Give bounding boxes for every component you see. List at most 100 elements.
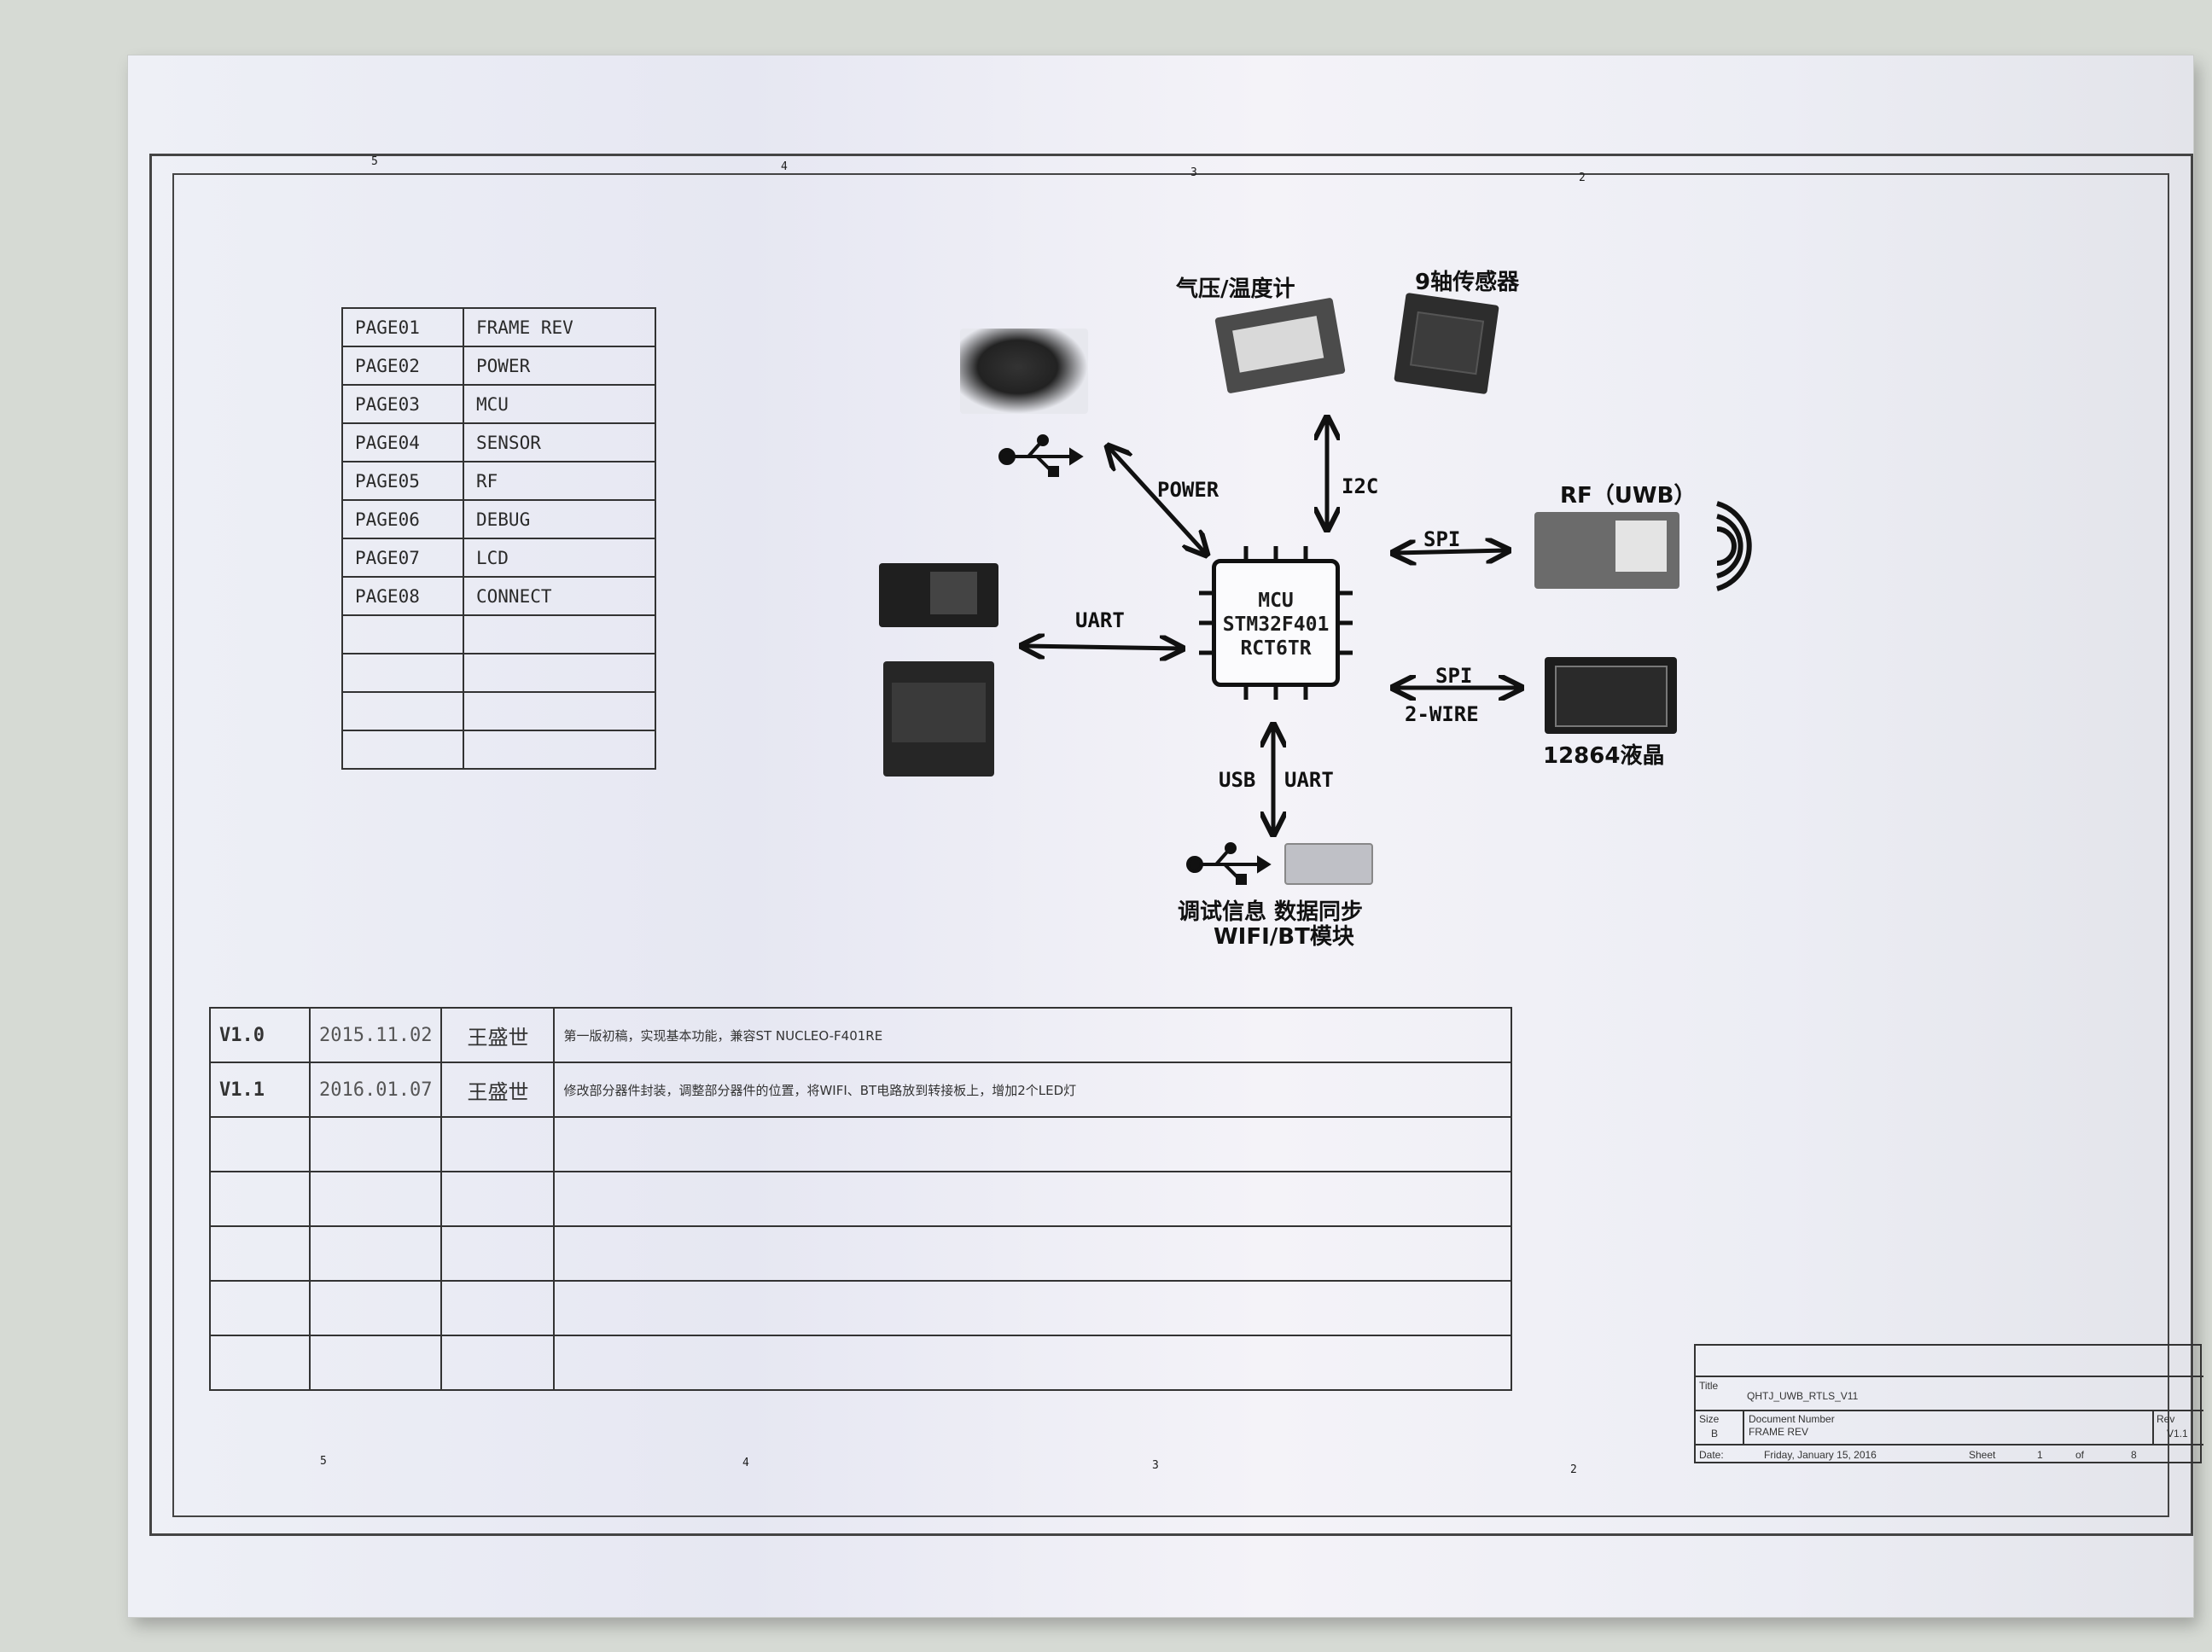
mcu-package: RCT6TR — [1240, 637, 1312, 660]
revision-date — [308, 1171, 443, 1227]
docnum-value: FRAME REV — [1749, 1426, 1809, 1438]
page-number-cell: PAGE01 — [341, 307, 464, 347]
mcu-pins — [1199, 546, 1353, 700]
date-label: Date: — [1699, 1449, 1724, 1461]
mcu-label: MCU — [1258, 590, 1294, 612]
page-index-row — [341, 730, 656, 770]
title-label: Title — [1699, 1380, 1719, 1392]
zone-bottom-1: 5 — [320, 1455, 327, 1468]
sheet-value: 1 — [2037, 1449, 2043, 1461]
revision-version — [209, 1225, 311, 1282]
power-arrow — [1109, 448, 1205, 553]
revision-row — [209, 1225, 1513, 1282]
revision-date — [308, 1335, 443, 1391]
page-name-cell — [463, 653, 656, 693]
zone-bottom-2: 4 — [742, 1457, 749, 1469]
rf-label: RF（UWB） — [1560, 483, 1697, 509]
size-label: Size — [1699, 1413, 1720, 1425]
page-number-cell — [341, 653, 464, 693]
revision-version — [209, 1280, 311, 1336]
page-name-cell: CONNECT — [463, 576, 656, 616]
page-index-row — [341, 614, 656, 654]
two-wire-label: 2-WIRE — [1405, 702, 1479, 726]
power-adapter-image — [960, 329, 1088, 414]
revision-author — [440, 1335, 556, 1391]
page-name-cell: SENSOR — [463, 422, 656, 462]
revision-row — [209, 1116, 1513, 1172]
wifi-bt-label: WIFI/BT模块 — [1214, 924, 1354, 950]
usb-debug-icon — [1186, 842, 1272, 885]
zone-top-1: 5 — [371, 155, 378, 168]
page-name-cell: RF — [463, 461, 656, 501]
revision-version — [209, 1335, 311, 1391]
spi-rf-arrow — [1395, 550, 1506, 553]
revision-notes — [553, 1280, 1513, 1336]
revision-notes — [553, 1225, 1513, 1282]
docnum-label: Document Number — [1749, 1413, 1835, 1425]
spi-rf-label: SPI — [1423, 527, 1461, 551]
page-number-cell: PAGE03 — [341, 384, 464, 424]
of-value: 8 — [2131, 1449, 2137, 1461]
uart-label: UART — [1075, 608, 1125, 632]
revision-author — [440, 1171, 556, 1227]
mcu-part-number: STM32F401 — [1222, 614, 1330, 636]
page-name-cell: POWER — [463, 346, 656, 386]
page-name-cell: DEBUG — [463, 499, 656, 539]
page-number-cell — [341, 691, 464, 731]
revision-date: 2015.11.02 — [308, 1007, 443, 1063]
date-value: Friday, January 15, 2016 — [1764, 1449, 1877, 1461]
page-number-cell: PAGE04 — [341, 422, 464, 462]
mcu-chip: MCU STM32F401 RCT6TR — [1199, 546, 1353, 700]
page-number-cell: PAGE08 — [341, 576, 464, 616]
page-name-cell: FRAME REV — [463, 307, 656, 347]
page-number-cell: PAGE05 — [341, 461, 464, 501]
debug-label: 调试信息 数据同步 — [1178, 899, 1364, 925]
zone-bottom-4: 2 — [1570, 1463, 1577, 1476]
revision-date — [308, 1280, 443, 1336]
revision-author — [440, 1280, 556, 1336]
page-name-cell — [463, 691, 656, 731]
zone-top-2: 4 — [781, 160, 788, 173]
spi-lcd-label: SPI — [1435, 664, 1473, 688]
imu-label: 9轴传感器 — [1415, 270, 1520, 295]
imu-module-image — [1394, 292, 1499, 395]
revision-version: V1.1 — [209, 1062, 311, 1118]
of-label: of — [2075, 1449, 2085, 1461]
wifi-module-image — [883, 661, 994, 777]
i2c-label: I2C — [1342, 474, 1379, 498]
revision-notes: 修改部分器件封装，调整部分器件的位置，将WIFI、BT电路放到转接板上，增加2个… — [553, 1062, 1513, 1118]
power-label: POWER — [1157, 478, 1220, 502]
page-name-cell: MCU — [463, 384, 656, 424]
outer-frame — [149, 154, 2193, 1536]
page-number-cell: PAGE06 — [341, 499, 464, 539]
page-number-cell: PAGE02 — [341, 346, 464, 386]
page-name-cell — [463, 614, 656, 654]
page-number-cell: PAGE07 — [341, 538, 464, 578]
page-number-cell — [341, 614, 464, 654]
revision-author: 王盛世 — [440, 1062, 556, 1118]
lcd-label: 12864液晶 — [1543, 743, 1665, 769]
rev-value: V1.1 — [2167, 1428, 2188, 1440]
inner-frame — [172, 173, 2169, 1517]
page-name-cell — [463, 730, 656, 770]
zone-bottom-3: 3 — [1152, 1459, 1159, 1472]
revision-notes — [553, 1116, 1513, 1172]
revision-row — [209, 1280, 1513, 1336]
revision-version: V1.0 — [209, 1007, 311, 1063]
revision-notes — [553, 1335, 1513, 1391]
zone-top-4: 2 — [1579, 172, 1586, 184]
revision-author: 王盛世 — [440, 1007, 556, 1063]
page-number-cell — [341, 730, 464, 770]
